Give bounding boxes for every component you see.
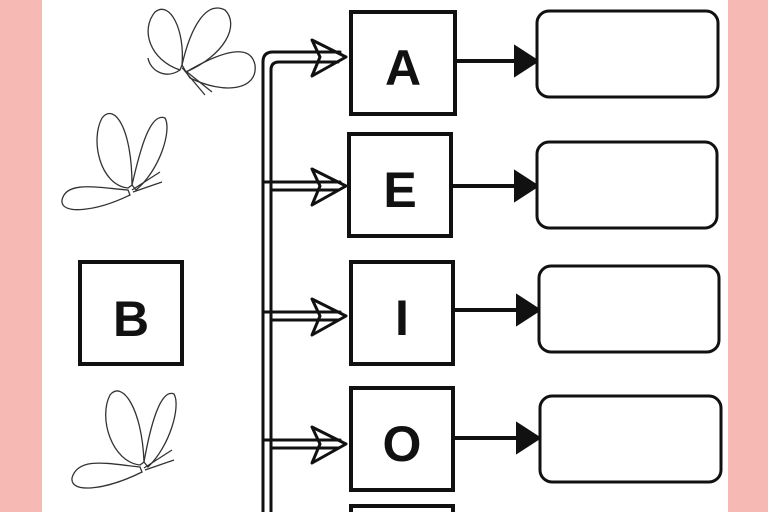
solid-arrows	[453, 44, 542, 455]
arrow-icon	[516, 421, 542, 455]
answer-box-3[interactable]	[537, 264, 721, 354]
consonant-letter: B	[113, 291, 149, 347]
vowel-box-a	[349, 10, 457, 116]
answer-box-4[interactable]	[538, 394, 723, 484]
arrow-icon	[514, 169, 540, 203]
butterfly-icon	[61, 112, 168, 211]
answer-box-1[interactable]	[535, 9, 720, 99]
vowel-letter-a: A	[385, 40, 421, 96]
consonant-box	[78, 260, 184, 366]
vowel-letter-o: O	[383, 416, 422, 472]
answer-box-2[interactable]	[535, 140, 719, 230]
vowel-letter-i: I	[395, 290, 409, 346]
vowel-box-o	[349, 386, 455, 492]
butterfly-icon	[71, 390, 177, 489]
butterfly-icon	[147, 7, 256, 96]
arrow-icon	[516, 293, 542, 327]
vowel-letter-e: E	[383, 162, 416, 218]
arrow-icon	[310, 38, 348, 465]
vowel-box-i	[349, 260, 455, 366]
vowel-box-partial	[349, 504, 455, 512]
connector-lines	[261, 50, 342, 512]
arrow-icon	[514, 44, 540, 78]
vowel-box-e	[347, 132, 453, 238]
